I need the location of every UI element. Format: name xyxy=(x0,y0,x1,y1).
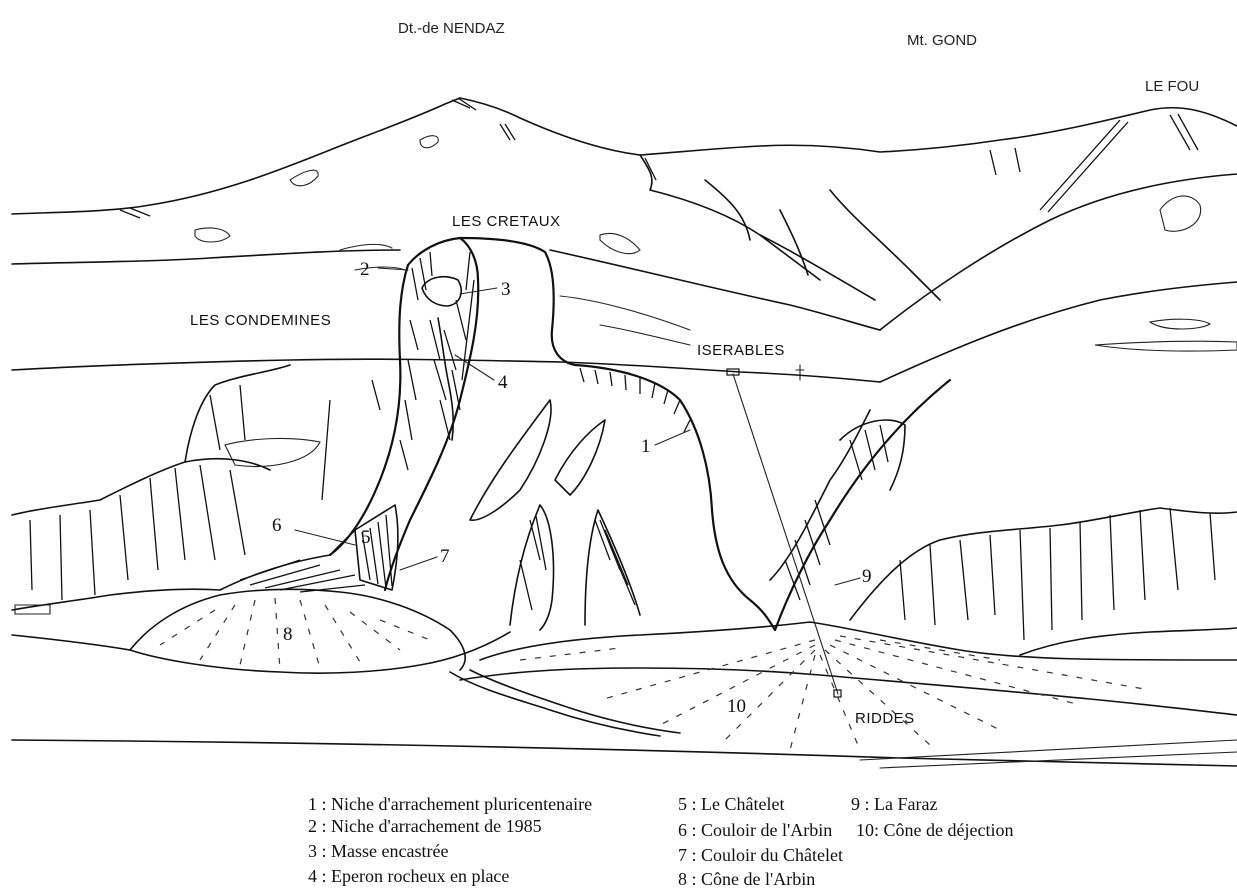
place-label-iserables: ISERABLES xyxy=(697,342,785,359)
valley-walls xyxy=(12,365,1237,697)
skyline xyxy=(12,98,1237,382)
legend-item-10: 10: Cône de déjection xyxy=(856,820,1013,840)
legend-item-2: 2 : Niche d'arrachement de 1985 xyxy=(308,816,542,836)
legend-item-8: 8 : Cône de l'Arbin xyxy=(678,869,815,889)
place-label-riddes: RIDDES xyxy=(855,710,915,727)
marker-8: 8 xyxy=(283,624,293,645)
valley-floor xyxy=(12,589,1237,768)
marker-5: 5 xyxy=(361,527,371,548)
marker-2: 2 xyxy=(360,259,370,280)
legend-item-9: 9 : La Faraz xyxy=(851,794,937,814)
legend-item-3: 3 : Masse encastrée xyxy=(308,841,448,861)
marker-4: 4 xyxy=(498,372,508,393)
legend: 1 : Niche d'arrachement pluricentenaire … xyxy=(308,794,1013,889)
legend-item-4: 4 : Eperon rocheux en place xyxy=(308,866,509,886)
landslide-scar xyxy=(220,238,775,630)
marker-1: 1 xyxy=(641,436,651,457)
peak-label-nendaz: Dt.-de NENDAZ xyxy=(398,20,505,37)
legend-item-5: 5 : Le Châtelet xyxy=(678,794,784,814)
legend-item-6: 6 : Couloir de l'Arbin xyxy=(678,820,832,840)
peak-label-gond: Mt. GOND xyxy=(907,32,977,49)
legend-item-7: 7 : Couloir du Châtelet xyxy=(678,845,843,865)
marker-3: 3 xyxy=(501,279,511,300)
marker-6: 6 xyxy=(272,515,282,536)
place-label-condemines: LES CONDEMINES xyxy=(190,312,331,329)
place-label-cretaux: LES CRETAUX xyxy=(452,213,561,230)
legend-item-1: 1 : Niche d'arrachement pluricentenaire xyxy=(308,794,592,814)
marker-10: 10 xyxy=(727,696,746,717)
peak-label-fou: LE FOU xyxy=(1145,78,1199,95)
marker-9: 9 xyxy=(862,566,872,587)
marker-7: 7 xyxy=(440,546,450,567)
